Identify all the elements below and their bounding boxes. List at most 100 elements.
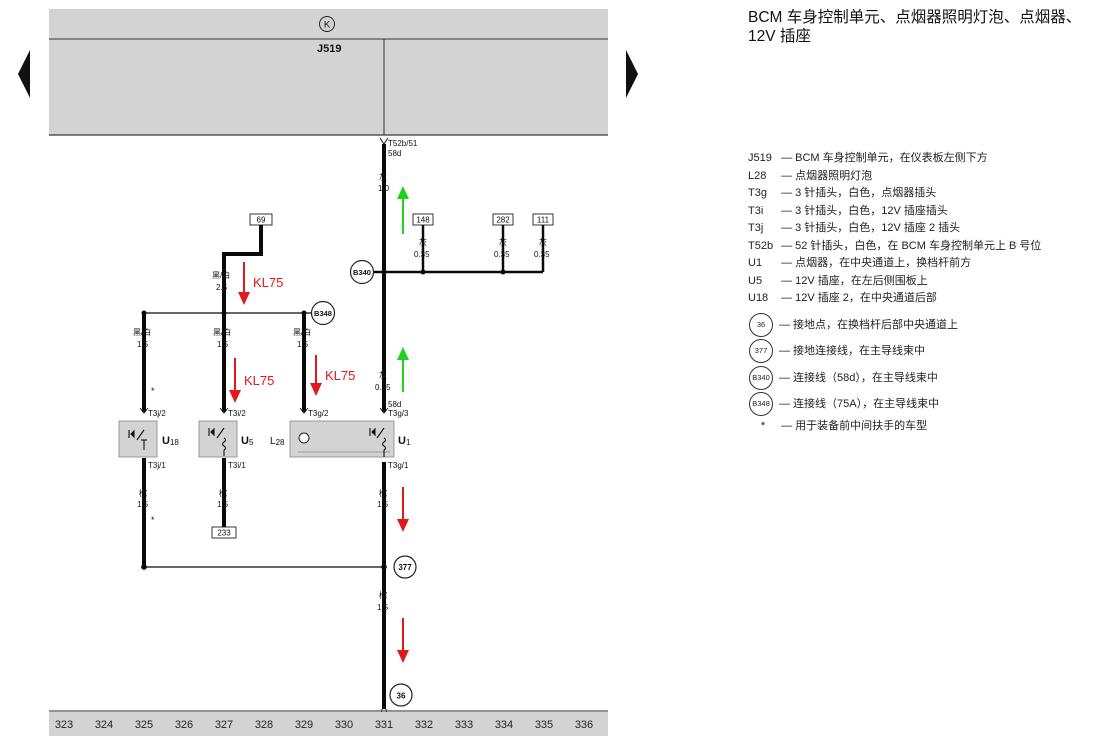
legend-item-code: T3i	[748, 204, 764, 217]
prev-page-arrow-icon[interactable]	[18, 50, 30, 98]
ground-point-377-label: 377	[398, 563, 412, 572]
t3i2-pin-marker	[219, 407, 229, 414]
track-number: 325	[135, 719, 153, 731]
t3g3-label: T3g/3	[388, 409, 409, 418]
kl75-label-1: KL75	[253, 275, 283, 290]
l28-lamp-icon	[298, 432, 310, 444]
u18-label: U18	[162, 435, 179, 447]
legend-item-text: — 3 针插头，白色，点烟器插头	[781, 187, 937, 199]
j519-symbol: K	[324, 20, 331, 31]
wire-main-top-size: 1.0	[378, 184, 390, 193]
t3g3-term: 58d	[388, 400, 401, 409]
w282-dot	[500, 269, 506, 275]
u1-label: U1	[398, 435, 411, 447]
legend-item: L28 — 点烟器照明灯泡	[748, 168, 1093, 186]
legend-point-text: — 接地连接线，在主导线束中	[779, 345, 926, 358]
legend-point: 377— 接地连接线，在主导线束中	[748, 338, 1093, 365]
ref-282-box	[492, 213, 514, 226]
wire-148-color: 灰	[419, 237, 427, 247]
wire-u5-bot-size: 1.5	[217, 500, 229, 509]
b340-junction	[349, 259, 375, 285]
legend-item-code: U18	[748, 292, 769, 304]
wire-u5-bot-color: 棕	[219, 488, 227, 498]
legend-item: T3g — 3 针插头，白色，点烟器插头	[748, 185, 1093, 203]
ground-point-36	[389, 683, 413, 707]
legend-item-text: — BCM 车身控制单元，在仪表板左侧下方	[781, 152, 988, 164]
t52b-term: 58d	[388, 149, 401, 158]
ref-233-box	[211, 526, 237, 539]
wire-69-size: 2.5	[216, 283, 228, 292]
wire-u1-top-size: 0.35	[375, 383, 391, 392]
arrow-red-down-2	[229, 358, 241, 403]
wire-u1-bot-size: 1.5	[377, 500, 389, 509]
track-number: 331	[375, 719, 393, 731]
wire-u5-top-color: 黑/白	[213, 327, 231, 337]
legend-point-symbol: B348	[749, 392, 773, 417]
wire-main-bot-color: 棕	[379, 590, 387, 600]
arrow-red-down-1	[238, 262, 250, 305]
ground-dot-left	[141, 564, 147, 570]
ref-233: 233	[217, 529, 231, 538]
wire-111-color: 灰	[539, 237, 547, 247]
t3g3-pin-marker	[379, 407, 389, 414]
legend-point: 36 — 接地点，在换档杆后部中央通道上	[748, 312, 1093, 339]
b348-label: B348	[314, 309, 332, 318]
wire-282-size: 0.35	[494, 250, 510, 259]
wire-l28-top-size: 1.5	[297, 340, 309, 349]
ref-148: 148	[416, 216, 430, 225]
b340-dot	[381, 269, 387, 275]
arrow-green-up-2	[397, 347, 409, 392]
arrow-green-up-1	[397, 186, 409, 234]
legend-item-code: T3g	[748, 187, 767, 199]
j519-symbol-circle	[319, 16, 335, 32]
wire-69-color: 黑/白	[212, 270, 230, 280]
track-number: 323	[55, 719, 73, 731]
legend-point-symbol: B340	[749, 365, 773, 390]
wire-l28-top-color: 黑/白	[293, 327, 311, 337]
legend-point-text: — 连接线（58d），在主导线束中	[779, 371, 938, 384]
track-number: 324	[95, 719, 113, 731]
legend-point: B340 — 连接线（58d），在主导线束中	[748, 365, 1093, 392]
arrow-red-down-5	[397, 618, 409, 663]
legend-point: B348— 连接线（75A），在主导线束中	[748, 391, 1093, 418]
next-page-arrow-icon[interactable]	[626, 50, 638, 98]
ref-69: 69	[257, 216, 266, 225]
ref-148-box	[412, 213, 434, 226]
legend-item-code: T3j	[748, 222, 764, 234]
wire-u18-top-size: 1.5	[137, 340, 149, 349]
b348-junction	[310, 300, 336, 326]
wire-u18-bot-size: 1.5	[137, 500, 149, 509]
legend-item: T52b — 52 针插头，白色，在 BCM 车身控制单元上 B 号位	[748, 238, 1093, 256]
star-note-top: *	[151, 386, 155, 396]
u1-switch-icon	[369, 427, 387, 457]
legend-item-code: U1	[748, 257, 763, 269]
legend-item-text: — 52 针插头，白色，在 BCM 车身控制单元上 B 号位	[781, 239, 1042, 252]
kl75-label-3: KL75	[325, 368, 355, 383]
legend-note-symbol: *	[760, 419, 766, 432]
legend-point-symbol: 36	[749, 312, 773, 337]
legend-note: * — 用于装备前中间扶手的车型	[748, 418, 1093, 436]
kl75-label-2: KL75	[244, 373, 274, 388]
legend-item-code: L28	[748, 169, 767, 182]
t3g2-label: T3g/2	[308, 409, 329, 418]
t3g2-pin-marker	[299, 407, 309, 414]
track-number: 333	[455, 719, 473, 731]
b340-label: B340	[353, 268, 371, 277]
u18-switch-icon	[128, 429, 147, 450]
legend-item: T3j — 3 针插头，白色，12V 插座 2 插头	[748, 220, 1093, 238]
u5-switch-icon	[208, 427, 227, 456]
legend-point-text: — 接地点，在换档杆后部中央通道上	[779, 318, 959, 331]
track-bar	[49, 712, 608, 736]
legend-item-text: — 点烟器，在中央通道上，换档杆前方	[781, 257, 972, 269]
track-number: 330	[335, 719, 353, 731]
legend-item-code: J519	[748, 152, 772, 164]
w148-dot	[420, 269, 426, 275]
ref-111: 111	[537, 216, 550, 225]
wire-u18-bot-color: 棕	[139, 488, 147, 498]
t3i1-label: T3i/1	[228, 461, 246, 470]
track-number: 328	[255, 719, 273, 731]
wire-282-color: 灰	[499, 237, 507, 247]
